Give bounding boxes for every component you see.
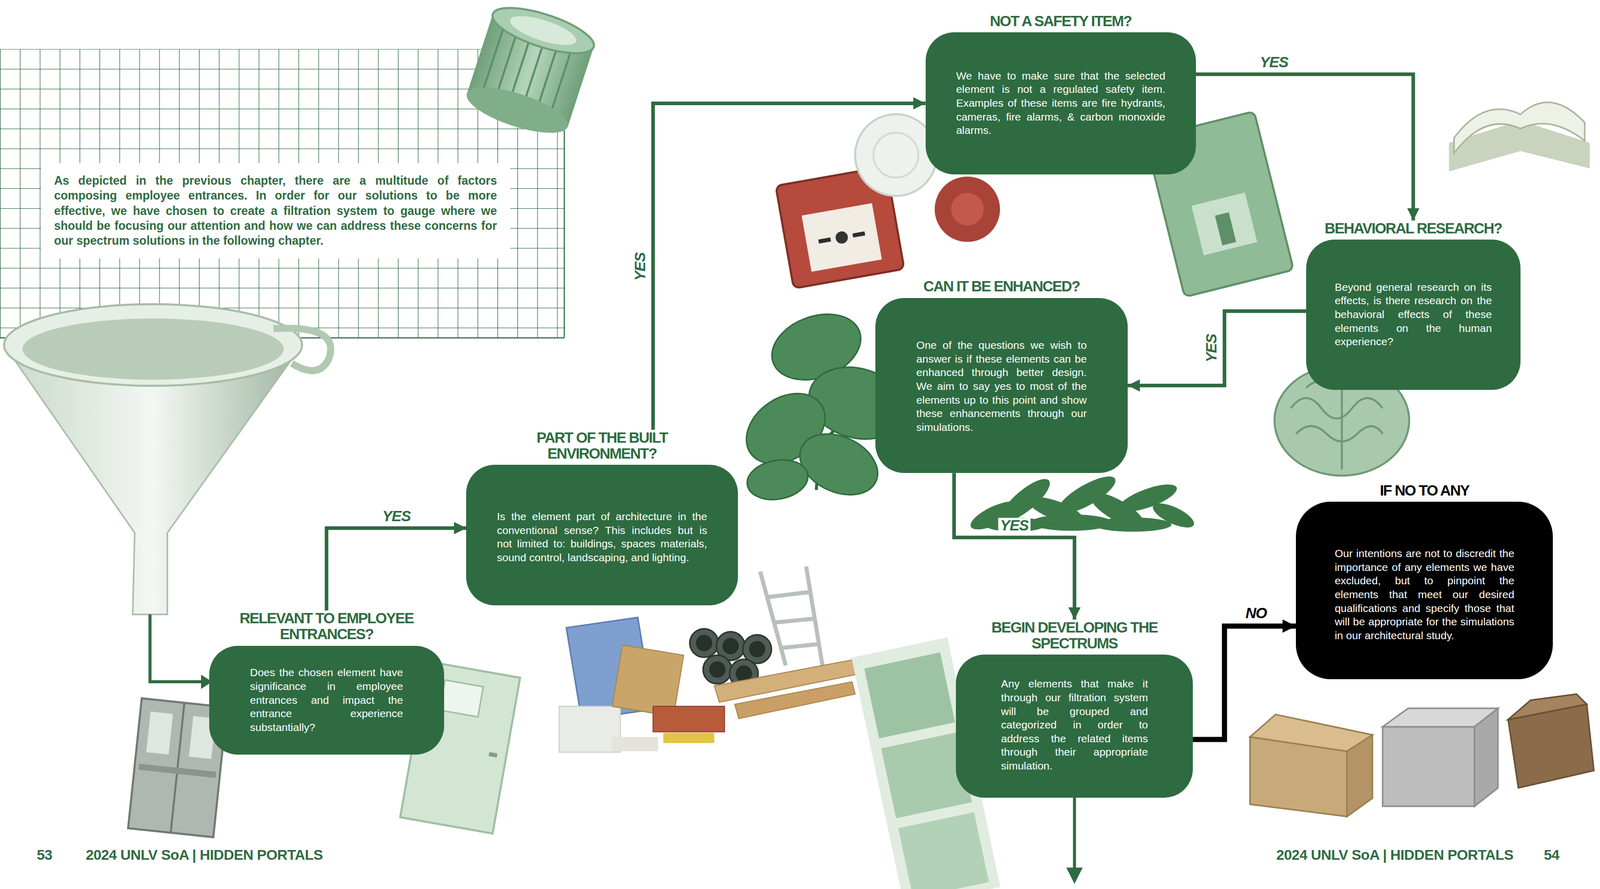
note-box: IF NO TO ANY Our intentions are not to di…: [1295, 482, 1553, 679]
building-materials: [689, 628, 719, 658]
box-body-text: One of the questions we wish to answer i…: [916, 338, 1087, 435]
building-materials: [663, 732, 714, 744]
building-materials: [722, 637, 739, 655]
cardboard-boxes: [1250, 693, 1595, 817]
funnel: [273, 328, 331, 371]
building-materials: [703, 654, 732, 684]
box-shape: Is the element part of architecture in t…: [466, 464, 738, 606]
building-materials: [612, 736, 659, 752]
edge-label: NO: [1243, 605, 1270, 620]
intro-text-box: As depicted in the previous chapter, the…: [41, 163, 511, 259]
cardboard-boxes: [1508, 693, 1587, 720]
box-shape: Beyond general research on its effects, …: [1306, 239, 1521, 390]
box-body-text: We have to make sure that the selected e…: [955, 69, 1166, 138]
fire-alarm-pull-station: [1191, 192, 1257, 256]
smoke-detector: [873, 132, 919, 178]
cardboard-boxes: [1250, 714, 1373, 752]
fire-alarm-pull-station: [1214, 212, 1236, 246]
box-body-text: Is the element part of architecture in t…: [496, 509, 708, 565]
door: [440, 680, 484, 717]
alarm-sounder: [934, 176, 1000, 242]
box-heading: NOT A SAFETY ITEM?: [925, 13, 1196, 30]
page-number: 53: [36, 847, 53, 864]
box-body-text: Does the chosen element have significanc…: [249, 665, 403, 734]
box-body-text: Our intentions are not to discredit the …: [1334, 546, 1515, 643]
box-body-text: Any elements that make it through our fi…: [1001, 676, 1149, 773]
box-heading: CAN IT BE ENHANCED?: [875, 278, 1128, 295]
alarm-sounder: [934, 176, 1000, 242]
edge-label: YES: [1257, 54, 1291, 70]
monstera-plant: [744, 455, 812, 505]
continuation-arrow: [1066, 867, 1083, 884]
flow-arrow: [1192, 626, 1296, 740]
decision-box: NOT A SAFETY ITEM? We have to make sure t…: [925, 13, 1196, 175]
funnel: [4, 304, 331, 615]
box-shape: Our intentions are not to discredit the …: [1295, 501, 1553, 679]
decision-box: BEHAVIORAL RESEARCH?Beyond general resea…: [1306, 220, 1521, 390]
decision-box: RELEVANT TO EMPLOYEE ENTRANCES?Does the …: [209, 610, 445, 755]
book: [1449, 102, 1591, 172]
flow-arrow: [1127, 310, 1307, 386]
box-shape: Does the chosen element have significanc…: [209, 645, 445, 755]
box-heading: BEGIN DEVELOPING THE SPECTRUMS: [951, 619, 1197, 652]
edge-label: YES: [997, 517, 1031, 533]
fire-alarm-call-point: [801, 203, 883, 272]
monstera-plant: [790, 422, 888, 507]
fern-bush: [967, 469, 1198, 535]
building-materials: [695, 634, 713, 652]
intro-text: As depicted in the previous chapter, the…: [53, 173, 497, 249]
box-shape: Any elements that make it through our fi…: [955, 654, 1193, 797]
building-materials: [558, 706, 620, 753]
box-heading: PART OF THE BUILT ENVIRONMENT?: [512, 429, 692, 463]
box-heading: IF NO TO ANY: [1322, 482, 1527, 499]
cardboard-boxes: [1474, 708, 1498, 807]
fire-alarm-call-point: [834, 230, 850, 245]
funnel: [4, 304, 303, 386]
cardboard-boxes: [1382, 726, 1475, 807]
smoke-detector: [854, 114, 937, 196]
flow-arrow: [953, 472, 1075, 620]
fire-alarm-call-point: [818, 233, 865, 242]
funnel-arrow: [150, 614, 203, 682]
double-door: [138, 763, 217, 778]
filter-cartridge: [462, 0, 599, 143]
edge-label: YES: [632, 250, 648, 283]
box-shape: We have to make sure that the selected e…: [925, 32, 1196, 175]
decision-box: PART OF THE BUILT ENVIRONMENT? Is the ele…: [466, 429, 738, 606]
building-materials: [734, 681, 856, 719]
running-footer: 2024 UNLV SoA | HIDDEN PORTALS: [1276, 847, 1514, 864]
building-materials: [652, 706, 725, 732]
process-box: BEGIN DEVELOPING THE SPECTRUMSAny elemen…: [955, 619, 1193, 798]
running-footer: 2024 UNLV SoA | HIDDEN PORTALS: [85, 847, 323, 864]
page-number: 54: [1544, 847, 1560, 864]
filter-cartridge: [507, 10, 580, 52]
double-door: [146, 711, 173, 755]
building-materials: [749, 641, 766, 658]
paint-swatches: [864, 652, 955, 739]
smoke-detector: [854, 114, 937, 196]
funnel: [22, 318, 284, 380]
edge-label: YES: [380, 508, 413, 524]
box-body-text: Beyond general research on its effects, …: [1334, 280, 1492, 349]
box-shape: One of the questions we wish to answer i…: [875, 297, 1128, 474]
edge-label: YES: [1203, 331, 1219, 365]
flow-arrow: [326, 528, 467, 611]
paint-swatches: [898, 811, 990, 889]
book: [1453, 102, 1585, 153]
box-heading: BEHAVIORAL RESEARCH?: [1288, 220, 1539, 237]
building-materials: [709, 661, 726, 678]
fern-bush: [1093, 517, 1172, 532]
door: [488, 751, 498, 758]
funnel-arrow: [150, 614, 213, 689]
flow-arrow: [1195, 74, 1414, 221]
alarm-sounder: [950, 192, 984, 226]
box-heading: RELEVANT TO EMPLOYEE ENTRANCES?: [204, 610, 450, 643]
filter-cartridge: [487, 0, 599, 63]
decision-box: CAN IT BE ENHANCED? One of the questions …: [875, 278, 1128, 473]
filter-cartridge: [462, 78, 573, 143]
